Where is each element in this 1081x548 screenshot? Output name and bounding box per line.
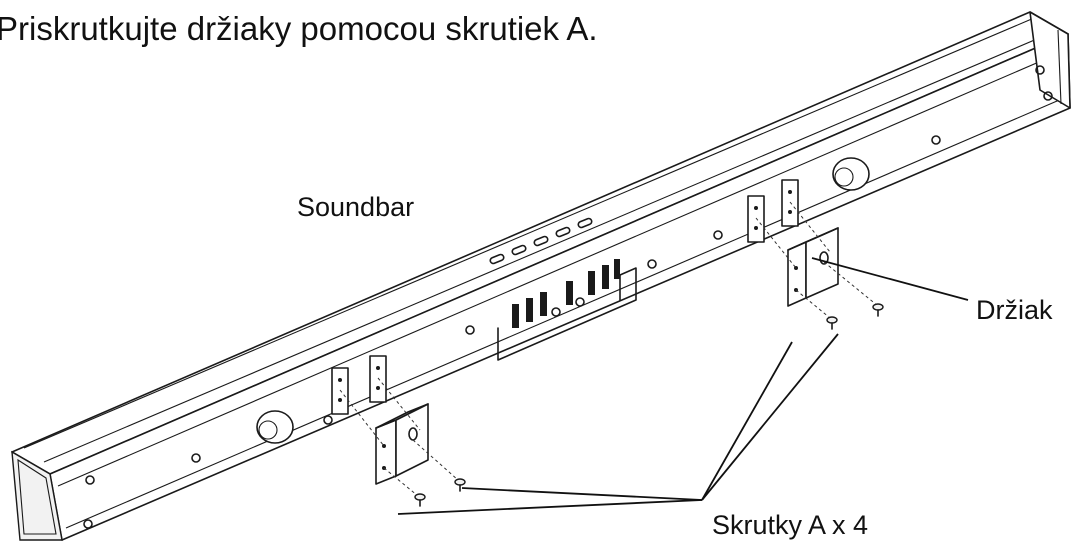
mount-holes [83, 65, 1053, 529]
instruction-text: Priskrutkujte držiaky pomocou skrutiek A… [0, 10, 598, 47]
screws [414, 303, 884, 507]
screw-4 [872, 303, 884, 317]
screws-label: Skrutky A x 4 [712, 510, 869, 540]
bracket-left [339, 377, 459, 497]
mounting-slots [331, 179, 799, 415]
screw-1 [414, 493, 426, 507]
screw-3 [826, 316, 838, 330]
soundbar-label: Soundbar [297, 192, 415, 222]
leader-lines [397, 257, 969, 515]
bracket-right [755, 201, 879, 319]
screw-2 [454, 478, 466, 492]
soundbar-body [11, 11, 1071, 541]
control-buttons [489, 217, 593, 265]
connector-panel [497, 259, 637, 361]
bracket-label: Držiak [976, 295, 1053, 325]
